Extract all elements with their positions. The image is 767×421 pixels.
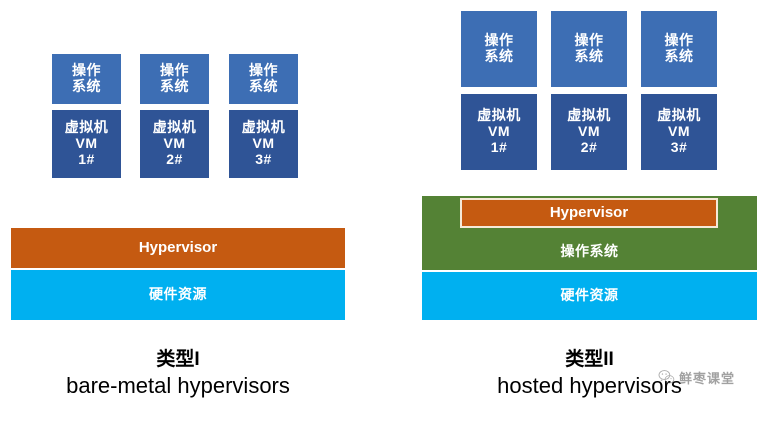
guest-os-box-1[interactable]: 操作 系统: [461, 11, 537, 87]
vm-line: VM: [578, 123, 600, 140]
vm-line: 虚拟机: [657, 107, 701, 124]
vm-line: 虚拟机: [477, 107, 521, 124]
guest-os-box-3[interactable]: 操作 系统: [229, 54, 298, 104]
caption-title: 类型II: [565, 349, 614, 370]
caption-subtitle: bare-metal hypervisors: [66, 372, 290, 398]
hardware-bar[interactable]: 硬件资源: [11, 270, 345, 320]
guest-os-line: 操作: [574, 32, 604, 49]
vm-box-1[interactable]: 虚拟机 VM 1#: [52, 110, 121, 178]
guest-os-line: 操作: [664, 32, 694, 49]
vm-box-2[interactable]: 虚拟机 VM 2#: [551, 94, 627, 170]
vm-line: VM: [252, 135, 275, 152]
guest-os-line: 操作: [249, 62, 278, 79]
vm-line: 2#: [166, 150, 183, 167]
vm-box-3[interactable]: 虚拟机 VM 3#: [641, 94, 717, 170]
vm-line: 1#: [490, 138, 508, 155]
hardware-label: 硬件资源: [149, 286, 207, 303]
caption-title: 类型I: [156, 349, 200, 370]
guest-os-line: 系统: [574, 48, 604, 64]
vm-line: 3#: [670, 138, 688, 155]
hypervisor-label: Hypervisor: [549, 203, 629, 221]
guest-os-box-1[interactable]: 操作 系统: [52, 54, 121, 104]
vm-box-2[interactable]: 虚拟机 VM 2#: [140, 110, 209, 178]
vm-box-1[interactable]: 虚拟机 VM 1#: [461, 94, 537, 170]
guest-os-box-2[interactable]: 操作 系统: [551, 11, 627, 87]
guest-os-line: 系统: [249, 78, 278, 94]
vm-line: 1#: [78, 150, 95, 167]
guest-os-line: 操作: [72, 62, 101, 79]
guest-os-box-3[interactable]: 操作 系统: [641, 11, 717, 87]
vm-line: 虚拟机: [567, 107, 611, 124]
vm-box-3[interactable]: 虚拟机 VM 3#: [229, 110, 298, 178]
hypervisor-bar[interactable]: Hypervisor: [460, 198, 718, 228]
guest-os-line: 系统: [72, 78, 101, 94]
vm-line: 虚拟机: [241, 119, 286, 136]
vm-line: VM: [163, 135, 186, 152]
vm-line: VM: [668, 123, 690, 140]
hardware-label: 硬件资源: [560, 287, 619, 304]
guest-os-line: 操作: [484, 32, 514, 49]
hardware-bar[interactable]: 硬件资源: [422, 272, 757, 320]
caption-type-1: 类型I bare-metal hypervisors: [11, 348, 345, 399]
vm-line: 2#: [580, 138, 598, 155]
vm-line: 虚拟机: [64, 119, 109, 136]
caption-type-2: 类型II hosted hypervisors: [422, 348, 757, 399]
hypervisor-bar[interactable]: Hypervisor: [11, 228, 345, 268]
vm-line: VM: [488, 123, 510, 140]
guest-os-box-2[interactable]: 操作 系统: [140, 54, 209, 104]
vm-line: 虚拟机: [152, 119, 197, 136]
hypervisor-label: Hypervisor: [138, 238, 218, 256]
guest-os-line: 系统: [664, 48, 694, 64]
guest-os-line: 操作: [160, 62, 189, 79]
caption-subtitle: hosted hypervisors: [497, 372, 682, 398]
vm-line: 3#: [255, 150, 272, 167]
vm-line: VM: [75, 135, 98, 152]
host-os-label: 操作系统: [560, 243, 619, 260]
guest-os-line: 系统: [484, 48, 514, 64]
guest-os-line: 系统: [160, 78, 189, 94]
